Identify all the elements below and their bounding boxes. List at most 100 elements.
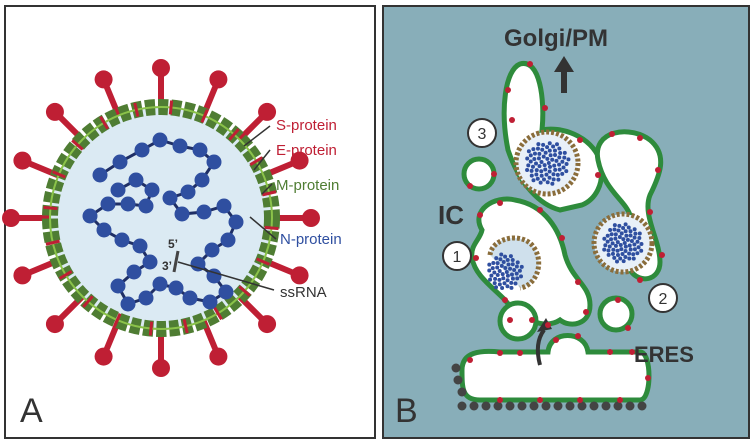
spike-marker bbox=[607, 349, 613, 355]
rna-dot bbox=[621, 237, 626, 242]
rna-dot bbox=[510, 262, 515, 267]
n-protein-bead bbox=[206, 268, 222, 284]
spike-marker bbox=[467, 357, 473, 363]
rna-dot bbox=[499, 252, 504, 257]
rna-dot bbox=[535, 146, 540, 151]
rna-dot bbox=[488, 277, 493, 282]
rna-dot bbox=[509, 280, 514, 285]
rna-dot bbox=[515, 260, 520, 265]
rna-dot bbox=[530, 164, 535, 169]
rna-dot bbox=[628, 229, 633, 234]
spike-marker bbox=[542, 105, 548, 111]
spike-head bbox=[302, 209, 320, 227]
spike-head bbox=[45, 102, 64, 121]
spike-head bbox=[94, 347, 113, 366]
spike-marker bbox=[497, 397, 503, 403]
rna-dot bbox=[545, 156, 550, 161]
spike-marker bbox=[537, 397, 543, 403]
rna-dot bbox=[623, 244, 628, 249]
spike-marker bbox=[497, 200, 503, 206]
eres-tubule bbox=[459, 333, 652, 403]
rna-dot bbox=[606, 252, 611, 257]
rna-dot bbox=[632, 247, 637, 252]
small-vesicle bbox=[497, 300, 539, 342]
e-protein-mark bbox=[45, 239, 60, 246]
rna-dot bbox=[557, 146, 562, 151]
rna-dot bbox=[605, 233, 610, 238]
spike-head bbox=[2, 209, 20, 227]
spike-marker bbox=[473, 255, 479, 261]
n-protein-bead bbox=[228, 214, 244, 230]
rna-dot bbox=[547, 148, 552, 153]
leader-lines bbox=[177, 125, 277, 291]
e-protein-mark bbox=[238, 285, 251, 297]
rna-dot bbox=[615, 248, 620, 253]
rna-dot bbox=[632, 235, 637, 240]
rna-dot bbox=[499, 263, 504, 268]
rna-dot bbox=[619, 247, 624, 252]
rna-dot bbox=[514, 264, 519, 269]
e-protein-mark bbox=[182, 319, 189, 334]
rna-dot bbox=[509, 285, 514, 290]
rna-dot bbox=[538, 180, 543, 185]
rna-dot bbox=[513, 281, 518, 286]
spike-head bbox=[45, 315, 64, 334]
rna-dot bbox=[626, 225, 631, 230]
rna-dot bbox=[607, 244, 612, 249]
rna-dot bbox=[539, 173, 544, 178]
rna-dot bbox=[612, 255, 617, 260]
spike-head bbox=[152, 359, 170, 377]
rna-dot bbox=[555, 172, 560, 177]
rna-dot bbox=[547, 141, 552, 146]
rna-dot bbox=[553, 167, 558, 172]
rna-dot bbox=[617, 223, 622, 228]
rna-dot bbox=[554, 142, 559, 147]
rna-dot bbox=[540, 147, 545, 152]
rna-dot bbox=[546, 161, 551, 165]
step-3-marker: 3 bbox=[467, 118, 497, 148]
membrane-spike-markers bbox=[467, 61, 665, 403]
ribosome-dot bbox=[541, 401, 551, 411]
rna-dot bbox=[500, 285, 505, 290]
rna-dot bbox=[528, 159, 533, 164]
rna-dot bbox=[539, 169, 544, 174]
spike-marker bbox=[467, 183, 473, 189]
panel-b: Golgi/PM bbox=[382, 5, 750, 439]
rna-dot bbox=[519, 264, 524, 269]
rna-dot bbox=[535, 176, 540, 181]
rna-dot bbox=[635, 251, 640, 256]
ribosome-dot bbox=[469, 401, 479, 411]
n-protein-bead bbox=[196, 204, 212, 220]
spike-marker bbox=[637, 277, 643, 283]
panel-a-letter: A bbox=[20, 392, 43, 430]
n-protein-bead bbox=[216, 198, 232, 214]
ribosome-dot bbox=[625, 401, 635, 411]
rna-dot bbox=[544, 172, 549, 177]
n-protein-bead bbox=[194, 172, 210, 188]
rna-dot bbox=[536, 142, 541, 147]
virion-2 bbox=[591, 211, 655, 275]
spike-head bbox=[258, 315, 277, 334]
n-protein-chain bbox=[82, 132, 244, 312]
rna-dot bbox=[620, 251, 625, 256]
e-protein-mark bbox=[168, 100, 174, 115]
n-protein-bead bbox=[152, 276, 168, 292]
rna-dot bbox=[623, 222, 628, 227]
spike-head bbox=[209, 347, 228, 366]
spike-marker bbox=[609, 131, 615, 137]
step-2-marker: 2 bbox=[648, 283, 678, 313]
rna-dot bbox=[562, 155, 567, 160]
rna-dot bbox=[552, 163, 557, 168]
ribosome-dot bbox=[613, 401, 623, 411]
rna-dot bbox=[552, 148, 557, 153]
n-protein-bead bbox=[96, 222, 112, 238]
rna-dot bbox=[545, 145, 550, 150]
rna-dot bbox=[623, 229, 628, 234]
ribosome-dot bbox=[481, 401, 491, 411]
n-protein-bead bbox=[172, 138, 188, 154]
transport-arrow bbox=[535, 328, 546, 366]
n-protein-bead bbox=[174, 206, 190, 222]
rna-dot bbox=[512, 267, 517, 272]
panel-a: 5’ 3’ S-protein E-protein M-protein N-pr… bbox=[2, 5, 376, 439]
rna-dot bbox=[501, 276, 506, 281]
